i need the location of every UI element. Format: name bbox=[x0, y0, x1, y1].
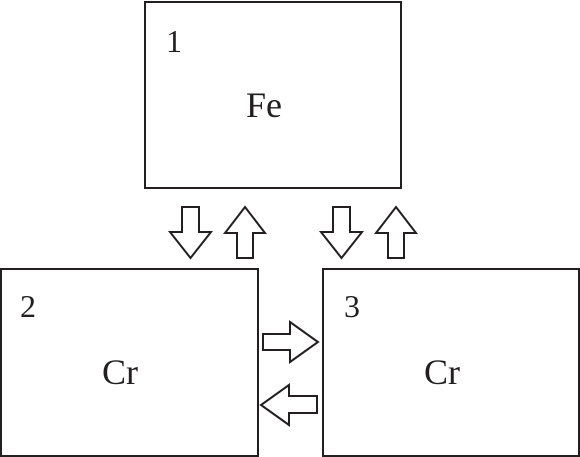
box-3-number: 3 bbox=[344, 288, 360, 324]
box-2-number: 2 bbox=[20, 288, 36, 324]
box-1-number: 1 bbox=[166, 23, 182, 59]
box-3-element: Cr bbox=[424, 352, 460, 392]
arrow-1-to-2-down bbox=[167, 206, 214, 260]
arrow-3-to-2-left bbox=[259, 383, 318, 427]
box-2: 2 Cr bbox=[0, 268, 259, 457]
box-1: 1 Fe bbox=[144, 1, 402, 189]
arrow-2-to-1-up bbox=[222, 205, 268, 259]
box-2-element: Cr bbox=[102, 352, 138, 392]
arrow-1-to-3-down bbox=[318, 206, 365, 260]
box-1-element: Fe bbox=[246, 85, 282, 125]
box-3: 3 Cr bbox=[322, 268, 580, 457]
arrow-3-to-1-up bbox=[373, 205, 419, 259]
arrow-2-to-3-right bbox=[262, 320, 320, 364]
